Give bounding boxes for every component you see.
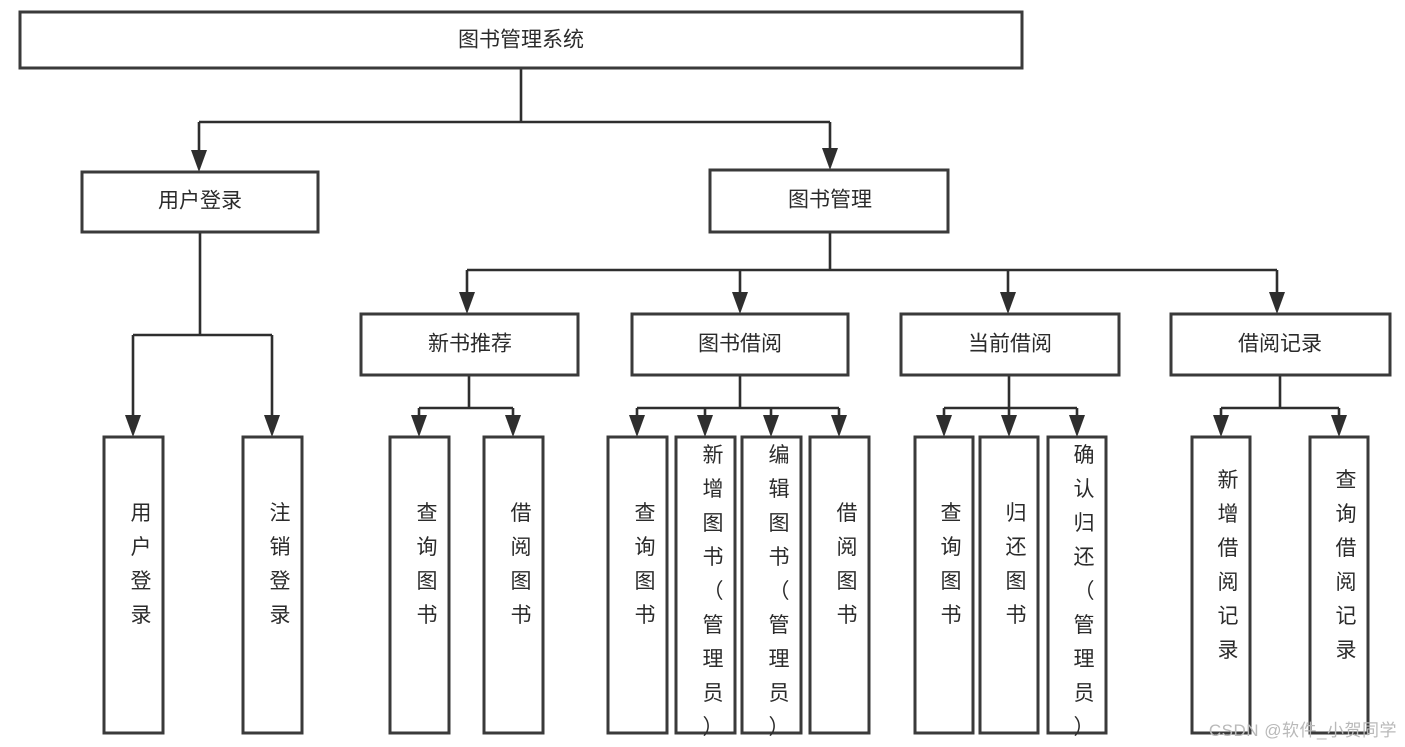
leaf-query-book-borrow-box[interactable]: [606, 435, 669, 735]
node-current-borrow-box[interactable]: [899, 312, 1121, 377]
node-user-login-label: 用户登录: [158, 190, 242, 213]
leaf-confirm-return-admin[interactable]: 确认归还（管理员）: [1046, 435, 1108, 739]
leaf-edit-book-admin-box[interactable]: [740, 435, 803, 735]
arrow-head-leaf-query-book-2: [629, 415, 645, 437]
arrow-head-leaf-return-book: [1001, 415, 1017, 437]
leaf-return-book-label: 归还图书: [1006, 502, 1027, 627]
leaf-add-borrow-record-label: 新增借阅记录: [1218, 469, 1239, 662]
leaf-logout-label: 注销登录: [270, 502, 291, 627]
node-book-borrow[interactable]: 图书借阅: [630, 312, 850, 377]
arrow-head-leaf-query-book-3: [936, 415, 952, 437]
leaf-borrow-book-new[interactable]: 借阅图书: [482, 435, 545, 735]
leaf-edit-book-admin-label: 编辑图书（管理员）: [769, 444, 790, 739]
arrow-head-leaf-add-book: [697, 415, 713, 437]
leaf-return-book-box[interactable]: [978, 435, 1040, 735]
leaf-add-borrow-record-box[interactable]: [1190, 435, 1252, 735]
leaf-borrow-book-new-box[interactable]: [482, 435, 545, 735]
arrow-head-borrow-record: [1269, 292, 1285, 314]
leaf-query-book-borrow-label: 查询图书: [635, 502, 656, 627]
node-new-book-recommend-box[interactable]: [359, 312, 580, 377]
leaf-query-borrow-record-box[interactable]: [1308, 435, 1370, 735]
arrow-head-leaf-add-record: [1213, 415, 1229, 437]
arrow-head-leaf-confirm-return: [1069, 415, 1085, 437]
leaf-add-book-admin[interactable]: 新增图书（管理员）: [674, 435, 737, 739]
node-root-box[interactable]: [18, 10, 1024, 70]
node-current-borrow-label: 当前借阅: [968, 333, 1052, 356]
leaf-query-borrow-record-label: 查询借阅记录: [1336, 469, 1357, 662]
arrow-head-leaf-borrow-book-2: [831, 415, 847, 437]
leaf-query-book-new-box[interactable]: [388, 435, 451, 735]
arrow-head-user-login: [191, 150, 207, 172]
leaf-query-book-new-label: 查询图书: [417, 502, 438, 627]
leaf-query-book-current[interactable]: 查询图书: [913, 435, 975, 735]
leaf-add-book-admin-label: 新增图书（管理员）: [703, 444, 724, 739]
leaf-return-book[interactable]: 归还图书: [978, 435, 1040, 735]
node-new-book-recommend[interactable]: 新书推荐: [359, 312, 580, 377]
leaf-logout-box[interactable]: [241, 435, 304, 735]
node-current-borrow[interactable]: 当前借阅: [899, 312, 1121, 377]
leaf-query-book-current-label: 查询图书: [941, 502, 962, 627]
node-borrow-record[interactable]: 借阅记录: [1169, 312, 1392, 377]
arrow-head-new-book: [459, 292, 475, 314]
node-root[interactable]: 图书管理系统: [18, 10, 1024, 70]
arrow-head-book-borrow: [732, 292, 748, 314]
node-user-login[interactable]: 用户登录: [80, 170, 320, 234]
leaf-user-login[interactable]: 用户登录: [102, 435, 165, 735]
node-book-borrow-label: 图书借阅: [698, 333, 782, 356]
leaf-add-borrow-record[interactable]: 新增借阅记录: [1190, 435, 1252, 735]
leaf-logout[interactable]: 注销登录: [241, 435, 304, 735]
arrow-head-leaf-query-book-1: [411, 415, 427, 437]
leaf-borrow-book-borrow-box[interactable]: [808, 435, 871, 735]
leaf-confirm-return-admin-box[interactable]: [1046, 435, 1108, 735]
node-borrow-record-box[interactable]: [1169, 312, 1392, 377]
leaf-edit-book-admin[interactable]: 编辑图书（管理员）: [740, 435, 803, 739]
leaf-add-book-admin-box[interactable]: [674, 435, 737, 735]
leaf-user-login-box[interactable]: [102, 435, 165, 735]
arrow-head-leaf-query-record: [1331, 415, 1347, 437]
connector-layer: [125, 68, 1347, 437]
leaf-query-book-new[interactable]: 查询图书: [388, 435, 451, 735]
arrow-head-leaf-edit-book: [763, 415, 779, 437]
node-root-label: 图书管理系统: [458, 29, 584, 52]
leaf-query-borrow-record[interactable]: 查询借阅记录: [1308, 435, 1370, 735]
arrow-head-leaf-borrow-book-1: [505, 415, 521, 437]
arrow-head-current-borrow: [1000, 292, 1016, 314]
arrow-head-leaf-user-login: [125, 415, 141, 437]
leaf-confirm-return-admin-label: 确认归还（管理员）: [1074, 444, 1095, 739]
node-book-management[interactable]: 图书管理: [708, 168, 950, 234]
node-new-book-recommend-label: 新书推荐: [428, 333, 512, 356]
arrow-head-book-mgmt: [822, 148, 838, 170]
leaf-borrow-book-borrow-label: 借阅图书: [837, 502, 858, 627]
leaf-borrow-book-borrow[interactable]: 借阅图书: [808, 435, 871, 735]
leaf-borrow-book-new-label: 借阅图书: [511, 502, 532, 627]
leaf-query-book-borrow[interactable]: 查询图书: [606, 435, 669, 735]
node-book-management-box[interactable]: [708, 168, 950, 234]
node-book-borrow-box[interactable]: [630, 312, 850, 377]
node-book-management-label: 图书管理: [788, 189, 872, 212]
leaf-query-book-current-box[interactable]: [913, 435, 975, 735]
arrow-head-leaf-logout: [264, 415, 280, 437]
node-user-login-box[interactable]: [80, 170, 320, 234]
node-borrow-record-label: 借阅记录: [1238, 333, 1322, 356]
leaf-user-login-label: 用户登录: [131, 502, 152, 627]
